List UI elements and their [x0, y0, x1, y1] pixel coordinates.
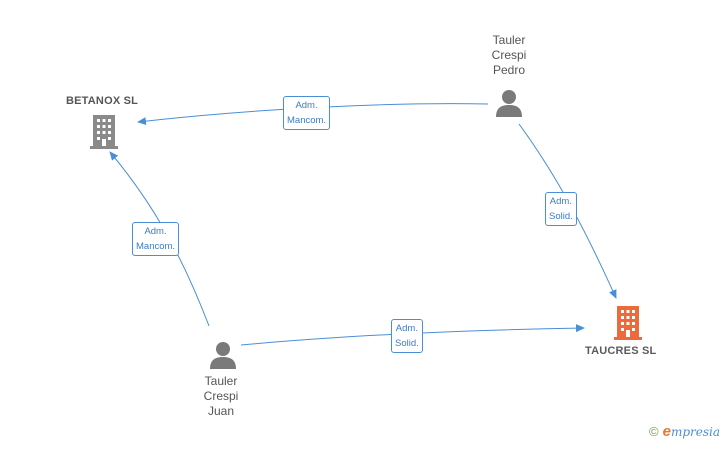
edge-label-pedro-taucres[interactable]: Adm. Solid. — [545, 192, 577, 226]
edge-label-line: Adm. — [144, 226, 167, 237]
edge-label-line: Solid. — [549, 211, 573, 222]
edge-label-line: Adm. — [295, 100, 318, 111]
person-name-line: Tauler — [492, 33, 526, 47]
edge-label-pedro-betanox[interactable]: Adm. Mancom. — [283, 96, 331, 130]
brand-name: mpresia — [670, 425, 720, 439]
brand-initial: e — [662, 423, 671, 440]
edge-label-line: Adm. — [395, 323, 418, 334]
edge-label-juan-betanox[interactable]: Adm. Mancom. — [132, 222, 180, 256]
person-name-line: Pedro — [492, 63, 526, 77]
edge-label-line: Mancom. — [136, 241, 176, 252]
company-label-taucres[interactable]: TAUCRES SL — [585, 345, 657, 357]
person-name-line: Tauler — [204, 374, 238, 388]
footer-brand: © empresia — [649, 423, 720, 440]
edge-label-line: Solid. — [395, 338, 419, 349]
person-name-line: Juan — [207, 404, 235, 418]
edge-label-line: Mancom. — [287, 115, 327, 126]
person-label-pedro[interactable]: Tauler Crespi Pedro — [474, 33, 544, 78]
edge-label-line: Adm. — [549, 196, 572, 207]
person-icon[interactable] — [494, 88, 524, 118]
building-icon[interactable] — [612, 304, 644, 340]
company-label-betanox[interactable]: BETANOX SL — [66, 95, 139, 107]
copyright-icon: © — [649, 424, 659, 439]
person-name-line: Crespi — [203, 389, 239, 403]
building-icon[interactable] — [88, 113, 120, 149]
person-label-juan[interactable]: Tauler Crespi Juan — [186, 374, 256, 419]
person-icon[interactable] — [208, 340, 238, 370]
brand-logo[interactable]: empresia — [663, 423, 720, 440]
person-name-line: Crespi — [491, 48, 527, 62]
edge-label-juan-taucres[interactable]: Adm. Solid. — [391, 319, 423, 353]
